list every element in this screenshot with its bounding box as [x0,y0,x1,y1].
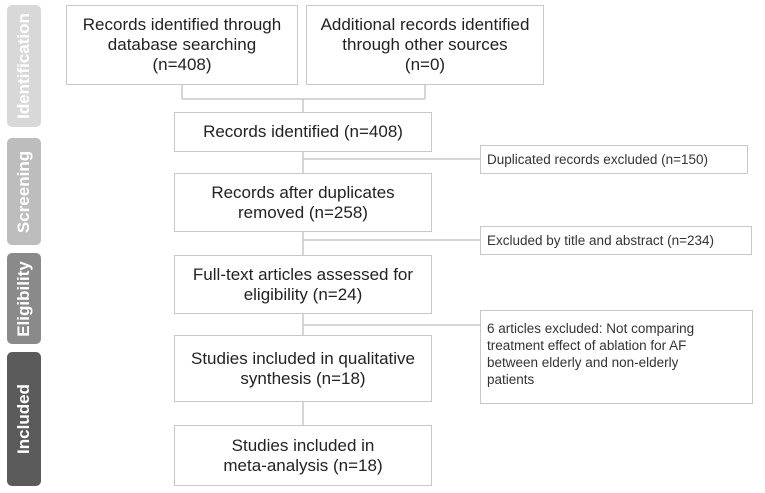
box-meta-analysis: Studies included in meta-analysis (n=18) [174,425,432,486]
box-records-identified-text: Records identified (n=408) [203,122,403,141]
exclusion-full-text-text: 6 articles excluded: Not comparing treat… [487,321,695,387]
phase-eligibility-label: Eligibility [14,260,33,337]
box-qualitative-synthesis-text: Studies included in qualitative synthesi… [191,348,415,388]
box-meta-analysis-text: Studies included in meta-analysis (n=18) [223,435,383,475]
phase-screening: Screening [7,138,41,245]
box-records-identified: Records identified (n=408) [174,112,432,152]
exclusion-full-text: 6 articles excluded: Not comparing treat… [480,310,753,404]
exclusion-duplicates: Duplicated records excluded (n=150) [480,145,748,174]
exclusion-duplicates-text: Duplicated records excluded (n=150) [487,152,709,167]
box-after-duplicates: Records after duplicates removed (n=258) [174,173,432,232]
box-other-sources-text: Additional records identified through ot… [320,15,530,74]
box-full-text-assessed-text: Full-text articles assessed for eligibil… [192,264,414,304]
exclusion-title-abstract: Excluded by title and abstract (n=234) [480,226,752,255]
phase-included: Included [7,352,41,486]
box-other-sources: Additional records identified through ot… [306,5,544,85]
box-database-searching-text: Records identified through database sear… [82,15,282,74]
phase-identification: Identification [7,5,41,127]
box-full-text-assessed: Full-text articles assessed for eligibil… [174,255,432,314]
exclusion-title-abstract-text: Excluded by title and abstract (n=234) [487,233,715,248]
box-qualitative-synthesis: Studies included in qualitative synthesi… [174,335,432,402]
phase-included-label: Included [14,384,33,454]
phase-identification-label: Identification [14,13,33,119]
phase-eligibility: Eligibility [7,253,41,344]
box-database-searching: Records identified through database sear… [66,5,298,85]
phase-screening-label: Screening [14,150,33,233]
box-after-duplicates-text: Records after duplicates removed (n=258) [211,182,395,222]
